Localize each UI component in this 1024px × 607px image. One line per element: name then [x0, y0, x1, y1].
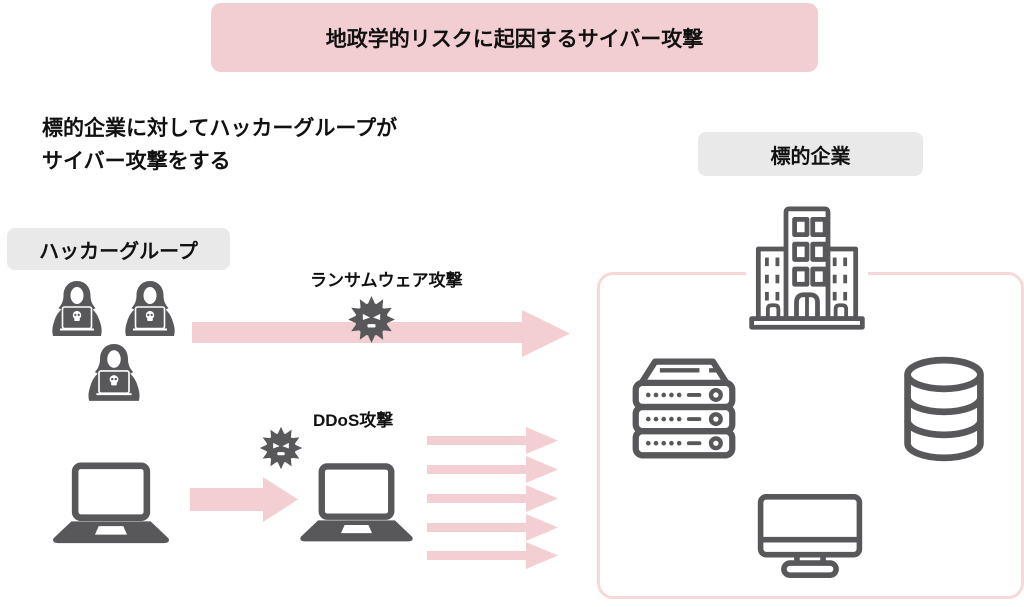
virus-icon — [345, 293, 398, 346]
ddos-attack-label: DDoS攻撃 — [313, 406, 393, 431]
ddos-arrow-icon — [427, 427, 558, 454]
ddos-arrow-icon — [427, 485, 558, 512]
hacker-icon — [86, 343, 142, 403]
page-title: 地政学的リスクに起因するサイバー攻撃 — [325, 27, 704, 51]
ddos-arrow-icon — [427, 542, 558, 569]
building-icon — [746, 205, 868, 333]
description-text: 標的企業に対してハッカーグループが サイバー攻撃をする — [42, 112, 397, 178]
description-line-2: サイバー攻撃をする — [42, 150, 231, 173]
target-company-label-text: 標的企業 — [770, 145, 851, 168]
ddos-arrow-icon — [427, 456, 558, 483]
laptop-icon — [298, 462, 415, 544]
hacker-group-label: ハッカーグループ — [7, 228, 230, 270]
title-banner: 地政学的リスクに起因するサイバー攻撃 — [211, 3, 818, 72]
laptop-arrow-icon — [190, 477, 298, 522]
hacker-group-label-text: ハッカーグループ — [39, 240, 198, 263]
laptop-icon — [50, 462, 172, 545]
description-line-1: 標的企業に対してハッカーグループが — [42, 117, 398, 140]
target-company-label: 標的企業 — [698, 132, 923, 176]
ddos-arrow-icon — [427, 514, 558, 541]
virus-icon — [257, 424, 305, 472]
ransomware-attack-label: ランサムウェア攻撃 — [310, 266, 463, 291]
ransomware-attack-label-text: ランサムウェア攻撃 — [310, 271, 463, 290]
ddos-attack-label-text: DDoS攻撃 — [313, 411, 394, 430]
database-icon — [898, 355, 990, 463]
monitor-icon — [755, 492, 865, 580]
server-icon — [628, 353, 740, 463]
hacker-icon — [50, 280, 104, 338]
hacker-icon — [123, 280, 177, 338]
